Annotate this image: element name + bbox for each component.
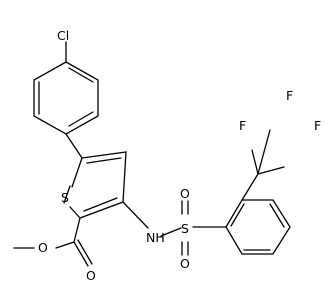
label-f2: F — [286, 88, 293, 103]
label-o-bottom: O — [180, 256, 190, 271]
label-cl: Cl — [57, 28, 69, 43]
bonds — [13, 41, 291, 267]
bond-s-o-top — [181, 200, 189, 215]
label-nh: NH — [146, 230, 165, 245]
bond-cf3-f3 — [257, 129, 271, 175]
bond-s-o-bottom — [181, 241, 189, 256]
bond-nh-s — [160, 227, 182, 237]
bond-cf3-f2 — [257, 166, 285, 175]
label-f1: F — [239, 118, 246, 133]
aryl-double-bonds — [230, 203, 285, 251]
bond-c2-s — [69, 206, 81, 219]
label-o-single: O — [38, 240, 48, 255]
bond-aryl-cf3 — [241, 173, 259, 201]
aryl-ring — [225, 199, 291, 255]
label-s-ring: S — [61, 190, 69, 205]
label-f3: F — [314, 118, 321, 133]
chlorophenyl-double-bonds — [38, 67, 94, 127]
bond-cf3-f1 — [251, 149, 259, 175]
atom-labels: Cl S NH S O O O O F F F — [38, 28, 321, 283]
bond-carbonyl-o-double — [73, 239, 93, 267]
chlorophenyl-ring — [33, 61, 99, 135]
label-o-top: O — [180, 186, 190, 201]
label-o-double: O — [86, 268, 96, 283]
label-s-sulfonyl: S — [181, 221, 189, 236]
thiophene-ring — [63, 151, 127, 219]
bond-c3-nh — [122, 201, 149, 229]
thiophene-double-bonds — [83, 157, 122, 212]
bond-carbonyl-o-single — [55, 241, 75, 249]
bond-phenyl-thiophene — [65, 133, 83, 159]
bond-c2-carbonyl — [73, 217, 81, 243]
